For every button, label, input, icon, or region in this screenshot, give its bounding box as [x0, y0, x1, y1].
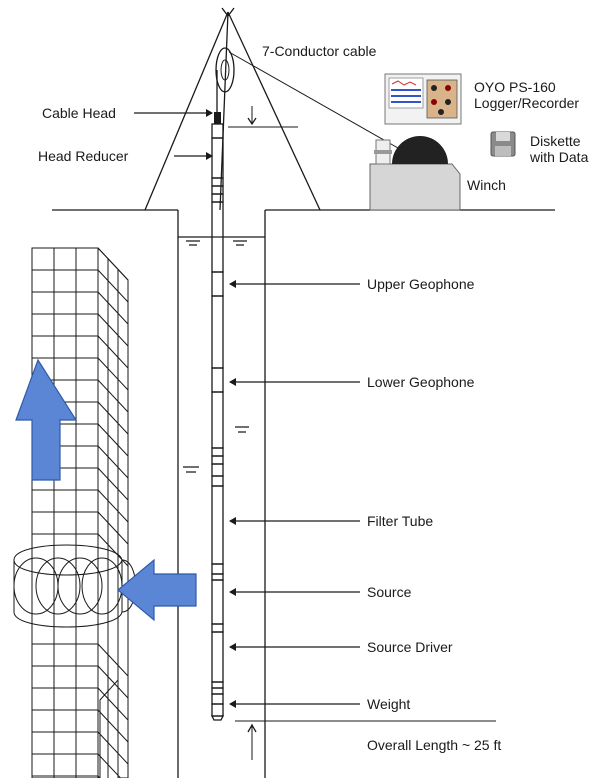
- source-label: Source: [367, 584, 412, 600]
- grid-side-line: [97, 247, 129, 281]
- grid-side-line: [97, 753, 122, 778]
- grid-side-line: [97, 379, 129, 413]
- grid-side-line: [97, 335, 129, 369]
- grid-side-line: [97, 709, 129, 743]
- grid-side-line: [97, 291, 129, 325]
- grid-side-line: [97, 269, 129, 303]
- grid-side-line: [97, 401, 129, 435]
- overall-length-label: Overall Length ~ 25 ft: [367, 737, 501, 753]
- grid-side-line: [97, 489, 129, 523]
- grid-side-line: [97, 313, 129, 347]
- text-labels: 7-Conductor cable Cable Head Head Reduce…: [38, 43, 589, 753]
- logger-recorder-icon: [384, 73, 462, 125]
- winch-icon: [369, 136, 461, 211]
- grid-side-line: [97, 357, 129, 391]
- horizontal-source-arrow: [117, 558, 197, 622]
- weight-label: Weight: [367, 696, 410, 712]
- diskette-label-line2: with Data: [529, 149, 589, 165]
- tripod-icon: [144, 7, 321, 211]
- probe-string: [210, 112, 225, 721]
- blue-arrows: [15, 358, 197, 622]
- leader-arrows: [134, 109, 360, 708]
- logger-label-line1: OYO PS-160: [474, 79, 556, 95]
- lower-geophone-label: Lower Geophone: [367, 374, 475, 390]
- upper-geophone-label: Upper Geophone: [367, 276, 475, 292]
- filter-tube-label: Filter Tube: [367, 513, 433, 529]
- grid-side-line: [97, 423, 129, 457]
- water-level-markers: [178, 236, 265, 473]
- grid-side-line: [97, 687, 129, 721]
- source-driver-label: Source Driver: [367, 639, 453, 655]
- cable-label: 7-Conductor cable: [262, 43, 377, 59]
- diskette-label-line1: Diskette: [530, 133, 581, 149]
- borehole: [177, 210, 266, 778]
- grid-side-line: [97, 643, 129, 677]
- grid-side-line: [97, 511, 129, 545]
- cable-line: [216, 51, 399, 149]
- grid-side-line: [97, 445, 129, 479]
- head-reducer-label: Head Reducer: [38, 148, 129, 164]
- winch-label: Winch: [467, 177, 506, 193]
- diskette-icon: [490, 131, 516, 157]
- grid-side-line: [97, 731, 129, 765]
- grid-side-line: [97, 533, 129, 567]
- depth-reference-markers: [228, 106, 496, 760]
- logger-label-line2: Logger/Recorder: [474, 95, 579, 111]
- grid-side-line: [97, 665, 129, 699]
- cable-head-label: Cable Head: [42, 105, 116, 121]
- grid-side-line: [97, 467, 129, 501]
- pulley-icon: [215, 47, 235, 93]
- soil-grid: [31, 247, 129, 778]
- upward-wave-arrow: [15, 358, 78, 481]
